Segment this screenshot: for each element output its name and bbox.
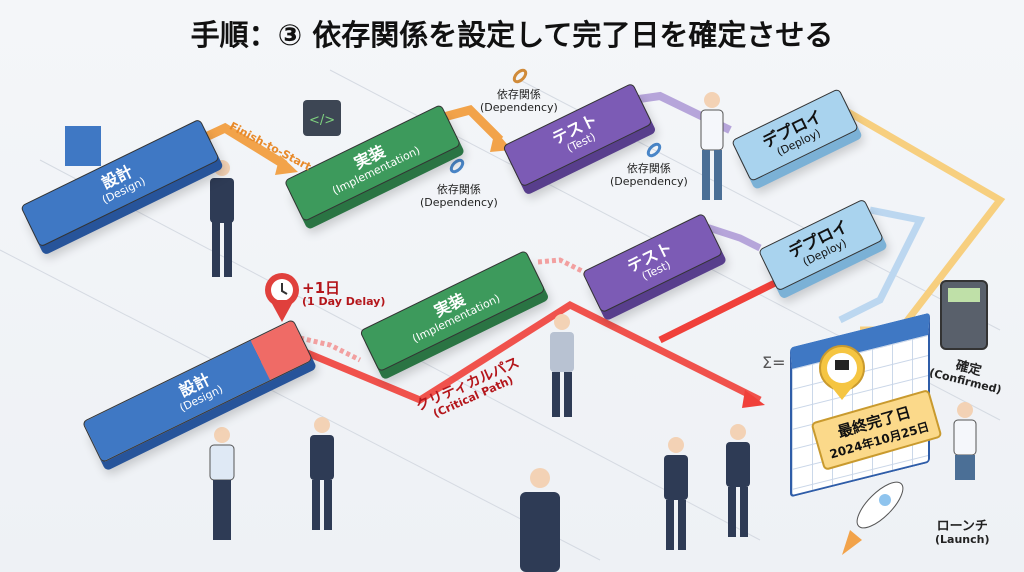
chain-link-icon xyxy=(449,68,662,174)
code-window-icon: </> xyxy=(303,100,341,136)
dependency-label-en: (Dependency) xyxy=(480,101,558,114)
dependency-label: 依存関係(Dependency) xyxy=(420,183,498,209)
arrowhead xyxy=(275,155,298,175)
dependency-arrow xyxy=(438,104,504,144)
dependency-label-jp: 依存関係 xyxy=(626,162,671,175)
delay-label-en: (1 Day Delay) xyxy=(302,295,386,308)
map-pin-clock-icon xyxy=(265,273,299,322)
dependency-arrow xyxy=(698,221,762,252)
delay-label: +1日(1 Day Delay) xyxy=(302,279,386,309)
dependency-label-jp: 依存関係 xyxy=(436,183,481,196)
launch-label-en: (Launch) xyxy=(935,533,990,546)
dependency-label: 依存関係(Dependency) xyxy=(610,162,688,188)
launch-label-jp: ローンチ xyxy=(936,519,988,534)
page-title: 手順：③ 依存関係を設定して完了日を確定させる xyxy=(190,18,834,52)
launch-label: ローンチ(Launch) xyxy=(935,520,990,546)
critical-path-arrow xyxy=(658,274,787,344)
dependency-label-en: (Dependency) xyxy=(420,196,498,209)
blueprint-icon xyxy=(65,126,101,166)
delay-label-jp: +1日 xyxy=(302,279,341,297)
person-icon xyxy=(209,92,977,572)
rocket-icon xyxy=(842,481,904,555)
calculator-icon xyxy=(940,280,988,350)
critical-path-arrow xyxy=(298,300,762,404)
delay-arrow xyxy=(537,257,592,278)
sigma-label: Σ= xyxy=(762,353,786,372)
dependency-arrow xyxy=(838,206,926,324)
delay-arrow xyxy=(299,335,362,363)
dependency-label-jp: 依存関係 xyxy=(496,88,541,101)
svg-text:</>: </> xyxy=(309,113,335,128)
dependency-label: 依存関係(Dependency) xyxy=(480,88,558,114)
dependency-label-en: (Dependency) xyxy=(610,175,688,188)
